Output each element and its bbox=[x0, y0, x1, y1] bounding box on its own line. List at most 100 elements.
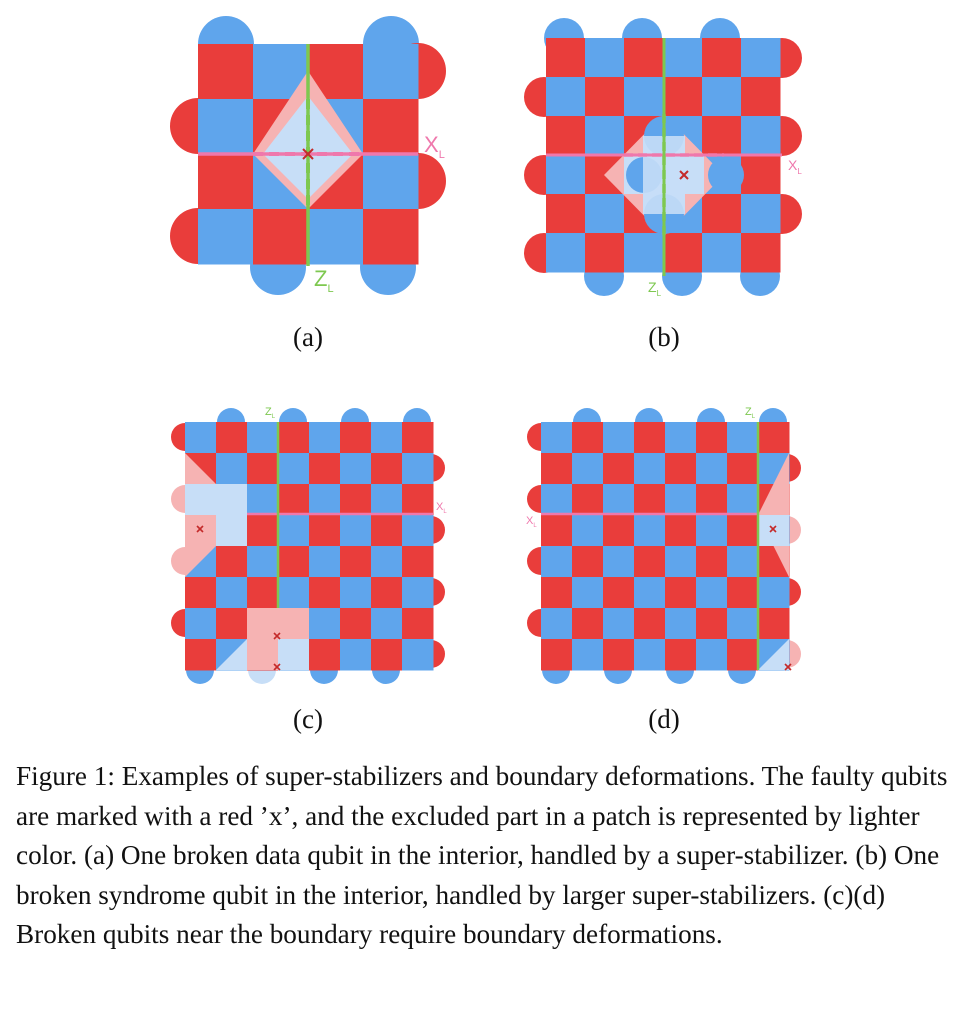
lattice-plaquette bbox=[585, 233, 625, 273]
lattice-plaquette bbox=[696, 422, 728, 454]
lattice-plaquette bbox=[572, 577, 604, 609]
lattice-plaquette bbox=[216, 453, 248, 485]
lattice-plaquette bbox=[665, 422, 697, 454]
lattice-plaquette bbox=[727, 453, 759, 485]
lattice-plaquette bbox=[216, 608, 248, 640]
lattice-plaquette bbox=[371, 484, 403, 516]
lattice-plaquette bbox=[340, 608, 372, 640]
lattice-plaquette bbox=[216, 422, 248, 454]
panel-b: XL ZL bbox=[524, 14, 814, 304]
lattice-plaquette bbox=[340, 515, 372, 547]
panel-c-checkerboard bbox=[185, 422, 434, 671]
lattice-plaquette bbox=[278, 422, 310, 454]
lattice-plaquette bbox=[702, 38, 742, 78]
lattice-plaquette bbox=[741, 116, 781, 156]
lattice-plaquette bbox=[665, 546, 697, 578]
lattice-plaquette bbox=[185, 608, 217, 640]
lattice-plaquette bbox=[727, 577, 759, 609]
lattice-plaquette bbox=[340, 639, 372, 671]
fault-marker bbox=[273, 663, 281, 671]
lattice-plaquette bbox=[340, 453, 372, 485]
lattice-plaquette bbox=[603, 608, 635, 640]
lattice-plaquette bbox=[741, 38, 781, 78]
lattice-plaquette bbox=[603, 422, 635, 454]
lattice-plaquette bbox=[402, 546, 434, 578]
lattice-plaquette bbox=[727, 608, 759, 640]
caption-text: Figure 1: Examples of super-stabilizers … bbox=[16, 761, 948, 949]
lattice-plaquette bbox=[198, 99, 254, 155]
lattice-plaquette bbox=[402, 422, 434, 454]
x-logical-label: XL bbox=[424, 132, 445, 161]
lattice-plaquette bbox=[758, 608, 790, 640]
lattice-plaquette bbox=[696, 515, 728, 547]
x-logical-label: XL bbox=[526, 515, 537, 529]
z-logical-label: ZL bbox=[314, 266, 334, 295]
lattice-plaquette bbox=[309, 484, 341, 516]
lattice-plaquette bbox=[309, 453, 341, 485]
lattice-plaquette bbox=[696, 484, 728, 516]
lattice-plaquette bbox=[585, 194, 625, 234]
lattice-plaquette bbox=[309, 577, 341, 609]
lattice-plaquette bbox=[603, 515, 635, 547]
fault-marker bbox=[196, 525, 204, 533]
lattice-plaquette bbox=[741, 233, 781, 273]
lattice-plaquette bbox=[546, 233, 586, 273]
lattice-plaquette bbox=[702, 116, 742, 156]
panel-c-deformation-left bbox=[185, 453, 247, 577]
lattice-plaquette bbox=[371, 546, 403, 578]
lattice-plaquette bbox=[541, 546, 573, 578]
lattice-plaquette bbox=[198, 209, 254, 265]
lattice-plaquette bbox=[603, 484, 635, 516]
lattice-plaquette bbox=[634, 422, 666, 454]
lattice-plaquette bbox=[309, 608, 341, 640]
lattice-plaquette bbox=[198, 154, 254, 210]
lattice-plaquette bbox=[696, 546, 728, 578]
lattice-plaquette bbox=[585, 77, 625, 117]
lattice-plaquette bbox=[624, 77, 664, 117]
panel-d-lattice: XL ZL bbox=[526, 406, 801, 684]
lattice-plaquette bbox=[247, 546, 279, 578]
lattice-plaquette bbox=[278, 577, 310, 609]
lattice-plaquette bbox=[603, 639, 635, 671]
panel-a-checkerboard bbox=[198, 44, 419, 265]
lattice-plaquette bbox=[727, 546, 759, 578]
lattice-plaquette bbox=[624, 38, 664, 78]
lattice-plaquette bbox=[665, 608, 697, 640]
lattice-plaquette bbox=[634, 639, 666, 671]
lattice-plaquette bbox=[402, 453, 434, 485]
lattice-plaquette bbox=[663, 233, 703, 273]
z-logical-label: ZL bbox=[265, 406, 276, 420]
lattice-plaquette bbox=[634, 484, 666, 516]
panel-b-label: (b) bbox=[648, 322, 680, 352]
lattice-plaquette bbox=[741, 155, 781, 195]
fault-marker bbox=[302, 148, 314, 160]
lattice-plaquette bbox=[371, 453, 403, 485]
lattice-plaquette bbox=[371, 639, 403, 671]
panel-c: XL ZL bbox=[168, 402, 458, 692]
panel-d-checkerboard bbox=[541, 422, 790, 671]
lattice-plaquette bbox=[340, 484, 372, 516]
lattice-plaquette bbox=[727, 484, 759, 516]
lattice-plaquette bbox=[340, 422, 372, 454]
lattice-plaquette bbox=[371, 515, 403, 547]
lattice-plaquette bbox=[402, 639, 434, 671]
lattice-plaquette bbox=[665, 577, 697, 609]
lattice-plaquette bbox=[185, 577, 217, 609]
lattice-plaquette bbox=[702, 77, 742, 117]
lattice-plaquette bbox=[308, 209, 364, 265]
lattice-plaquette bbox=[546, 155, 586, 195]
lattice-plaquette bbox=[727, 422, 759, 454]
fault-marker bbox=[769, 525, 777, 533]
lattice-plaquette bbox=[363, 99, 419, 155]
lattice-plaquette bbox=[741, 77, 781, 117]
lattice-plaquette bbox=[758, 422, 790, 454]
lattice-plaquette bbox=[247, 422, 279, 454]
lattice-plaquette bbox=[572, 453, 604, 485]
lattice-plaquette bbox=[603, 453, 635, 485]
lattice-plaquette bbox=[363, 44, 419, 100]
lattice-plaquette bbox=[727, 515, 759, 547]
figure-caption: Figure 1: Examples of super-stabilizers … bbox=[16, 757, 966, 955]
lattice-plaquette bbox=[309, 639, 341, 671]
lattice-plaquette bbox=[278, 546, 310, 578]
lattice-plaquette bbox=[216, 546, 248, 578]
